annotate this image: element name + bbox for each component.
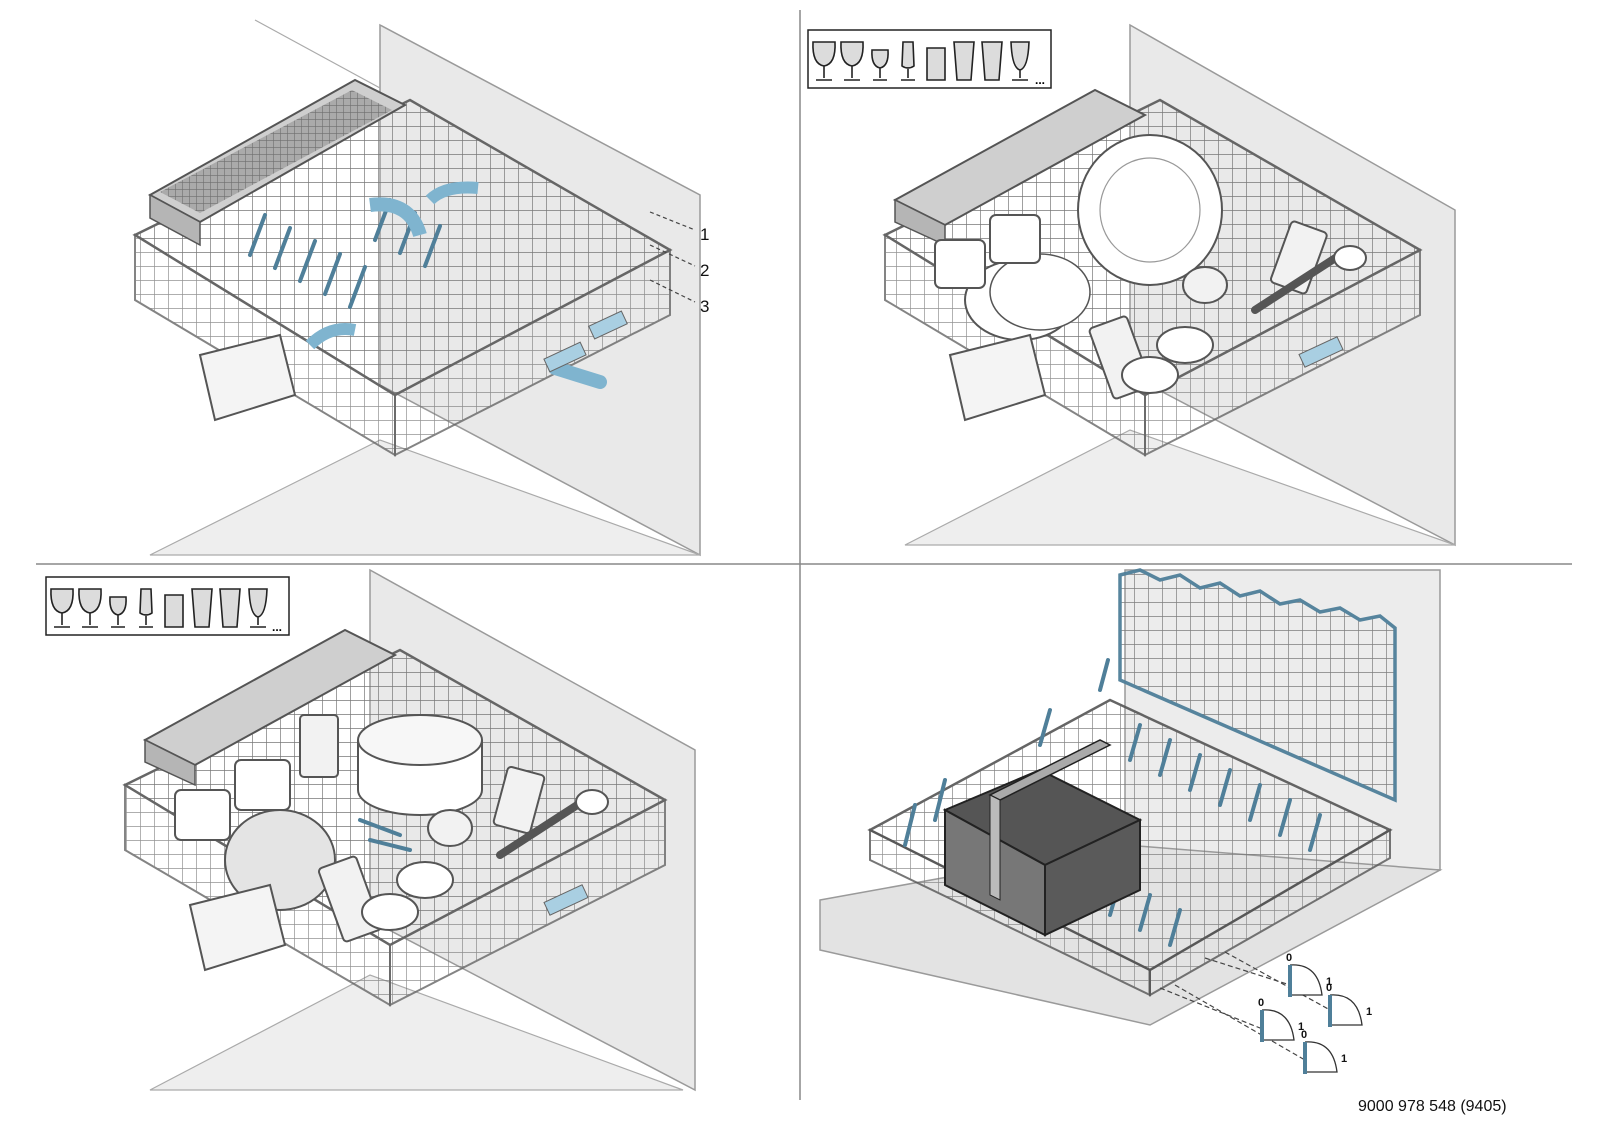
callout-1: 1 (700, 225, 709, 244)
cutlery-basket (190, 885, 285, 970)
height-position-indicator: 01 (1258, 997, 1304, 1042)
panel-bottom-left: ... (46, 570, 695, 1090)
panel-top-right: ... (808, 25, 1455, 545)
tall-glass-icon (220, 589, 240, 627)
position-0-label: 0 (1326, 982, 1332, 994)
tumbler-icon (165, 595, 183, 627)
cup (397, 862, 453, 898)
height-position-indicator: 01 (1301, 1029, 1347, 1074)
glass-types-legend: ... (808, 30, 1051, 88)
position-0-label: 0 (1258, 997, 1264, 1009)
height-position-indicator: 01 (1326, 982, 1372, 1027)
more-glasses-label: ... (272, 620, 282, 634)
tall-glass-icon (954, 42, 974, 80)
callout-2: 2 (700, 261, 709, 280)
cup (1122, 357, 1178, 393)
cup (935, 240, 985, 288)
bowl (1183, 267, 1227, 303)
cup (175, 790, 230, 840)
callout-3: 3 (700, 297, 709, 316)
tall-glass-icon (192, 589, 212, 627)
panel-top-left: 1 2 3 (135, 20, 709, 555)
position-1-label: 1 (1341, 1053, 1347, 1065)
glass (300, 715, 338, 777)
more-glasses-label: ... (1035, 73, 1045, 87)
cup (362, 894, 418, 930)
tumbler-icon (927, 48, 945, 80)
cup (1157, 327, 1213, 363)
tall-glass-icon (982, 42, 1002, 80)
cup (990, 215, 1040, 263)
document-number: 9000 978 548 (9405) (1358, 1098, 1507, 1116)
bowl (428, 810, 472, 846)
glass-types-legend: ... (46, 577, 289, 635)
cup (235, 760, 290, 810)
position-1-label: 1 (1366, 1006, 1372, 1018)
position-0-label: 0 (1301, 1029, 1307, 1041)
position-0-label: 0 (1286, 952, 1292, 964)
